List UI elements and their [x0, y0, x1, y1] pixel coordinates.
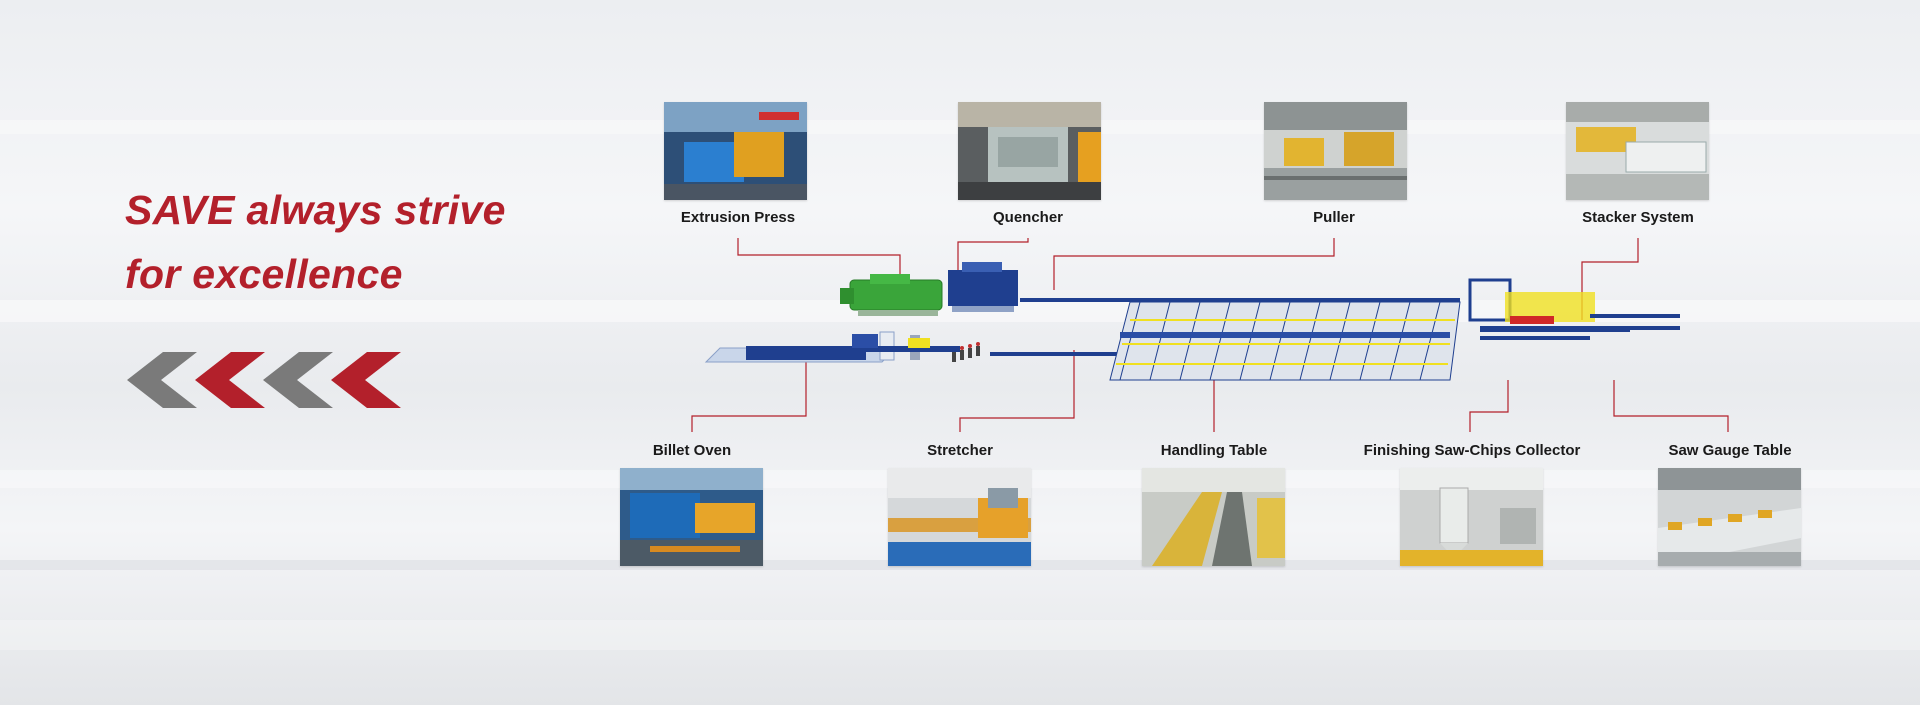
- photo-billet-oven: [620, 468, 763, 566]
- chevron-3-icon: [263, 352, 333, 408]
- photo-handling-table: [1142, 468, 1285, 566]
- chevron-arrows-icon: [127, 352, 401, 408]
- photo-saw-gauge-table: [1658, 468, 1801, 566]
- extrusion-press-machine: [840, 274, 943, 316]
- chevron-1-icon: [127, 352, 197, 408]
- quencher-machine: [948, 262, 1018, 312]
- label-handling-table: Handling Table: [1160, 442, 1268, 459]
- chevron-2-icon: [195, 352, 265, 408]
- photo-quencher: [958, 102, 1101, 200]
- stretcher-machine: [840, 334, 960, 352]
- photo-puller: [1264, 102, 1407, 200]
- label-quencher: Quencher: [992, 209, 1064, 226]
- photo-extrusion-press: [664, 102, 807, 200]
- runout-table: [990, 298, 1461, 381]
- label-extrusion-press: Extrusion Press: [680, 209, 796, 226]
- extrusion-line-illustration: [704, 262, 1680, 381]
- label-saw-gauge-table: Saw Gauge Table: [1668, 442, 1792, 459]
- label-billet-oven: Billet Oven: [652, 442, 732, 459]
- label-stretcher: Stretcher: [927, 442, 993, 459]
- billets: [952, 342, 980, 362]
- chevron-4-icon: [331, 352, 401, 408]
- headline: SAVE always strive for excellence: [125, 178, 565, 306]
- headline-line-1: SAVE always strive: [125, 187, 506, 233]
- photo-finishing-saw: [1400, 468, 1543, 566]
- label-puller: Puller: [1313, 209, 1355, 226]
- headline-line-2: for excellence: [125, 251, 403, 297]
- label-stacker-system: Stacker System: [1582, 209, 1694, 226]
- label-finishing-saw: Finishing Saw-Chips Collector: [1363, 442, 1581, 459]
- photo-stacker-system: [1566, 102, 1709, 200]
- photo-stretcher: [888, 468, 1031, 566]
- stacker-machine: [1468, 278, 1680, 340]
